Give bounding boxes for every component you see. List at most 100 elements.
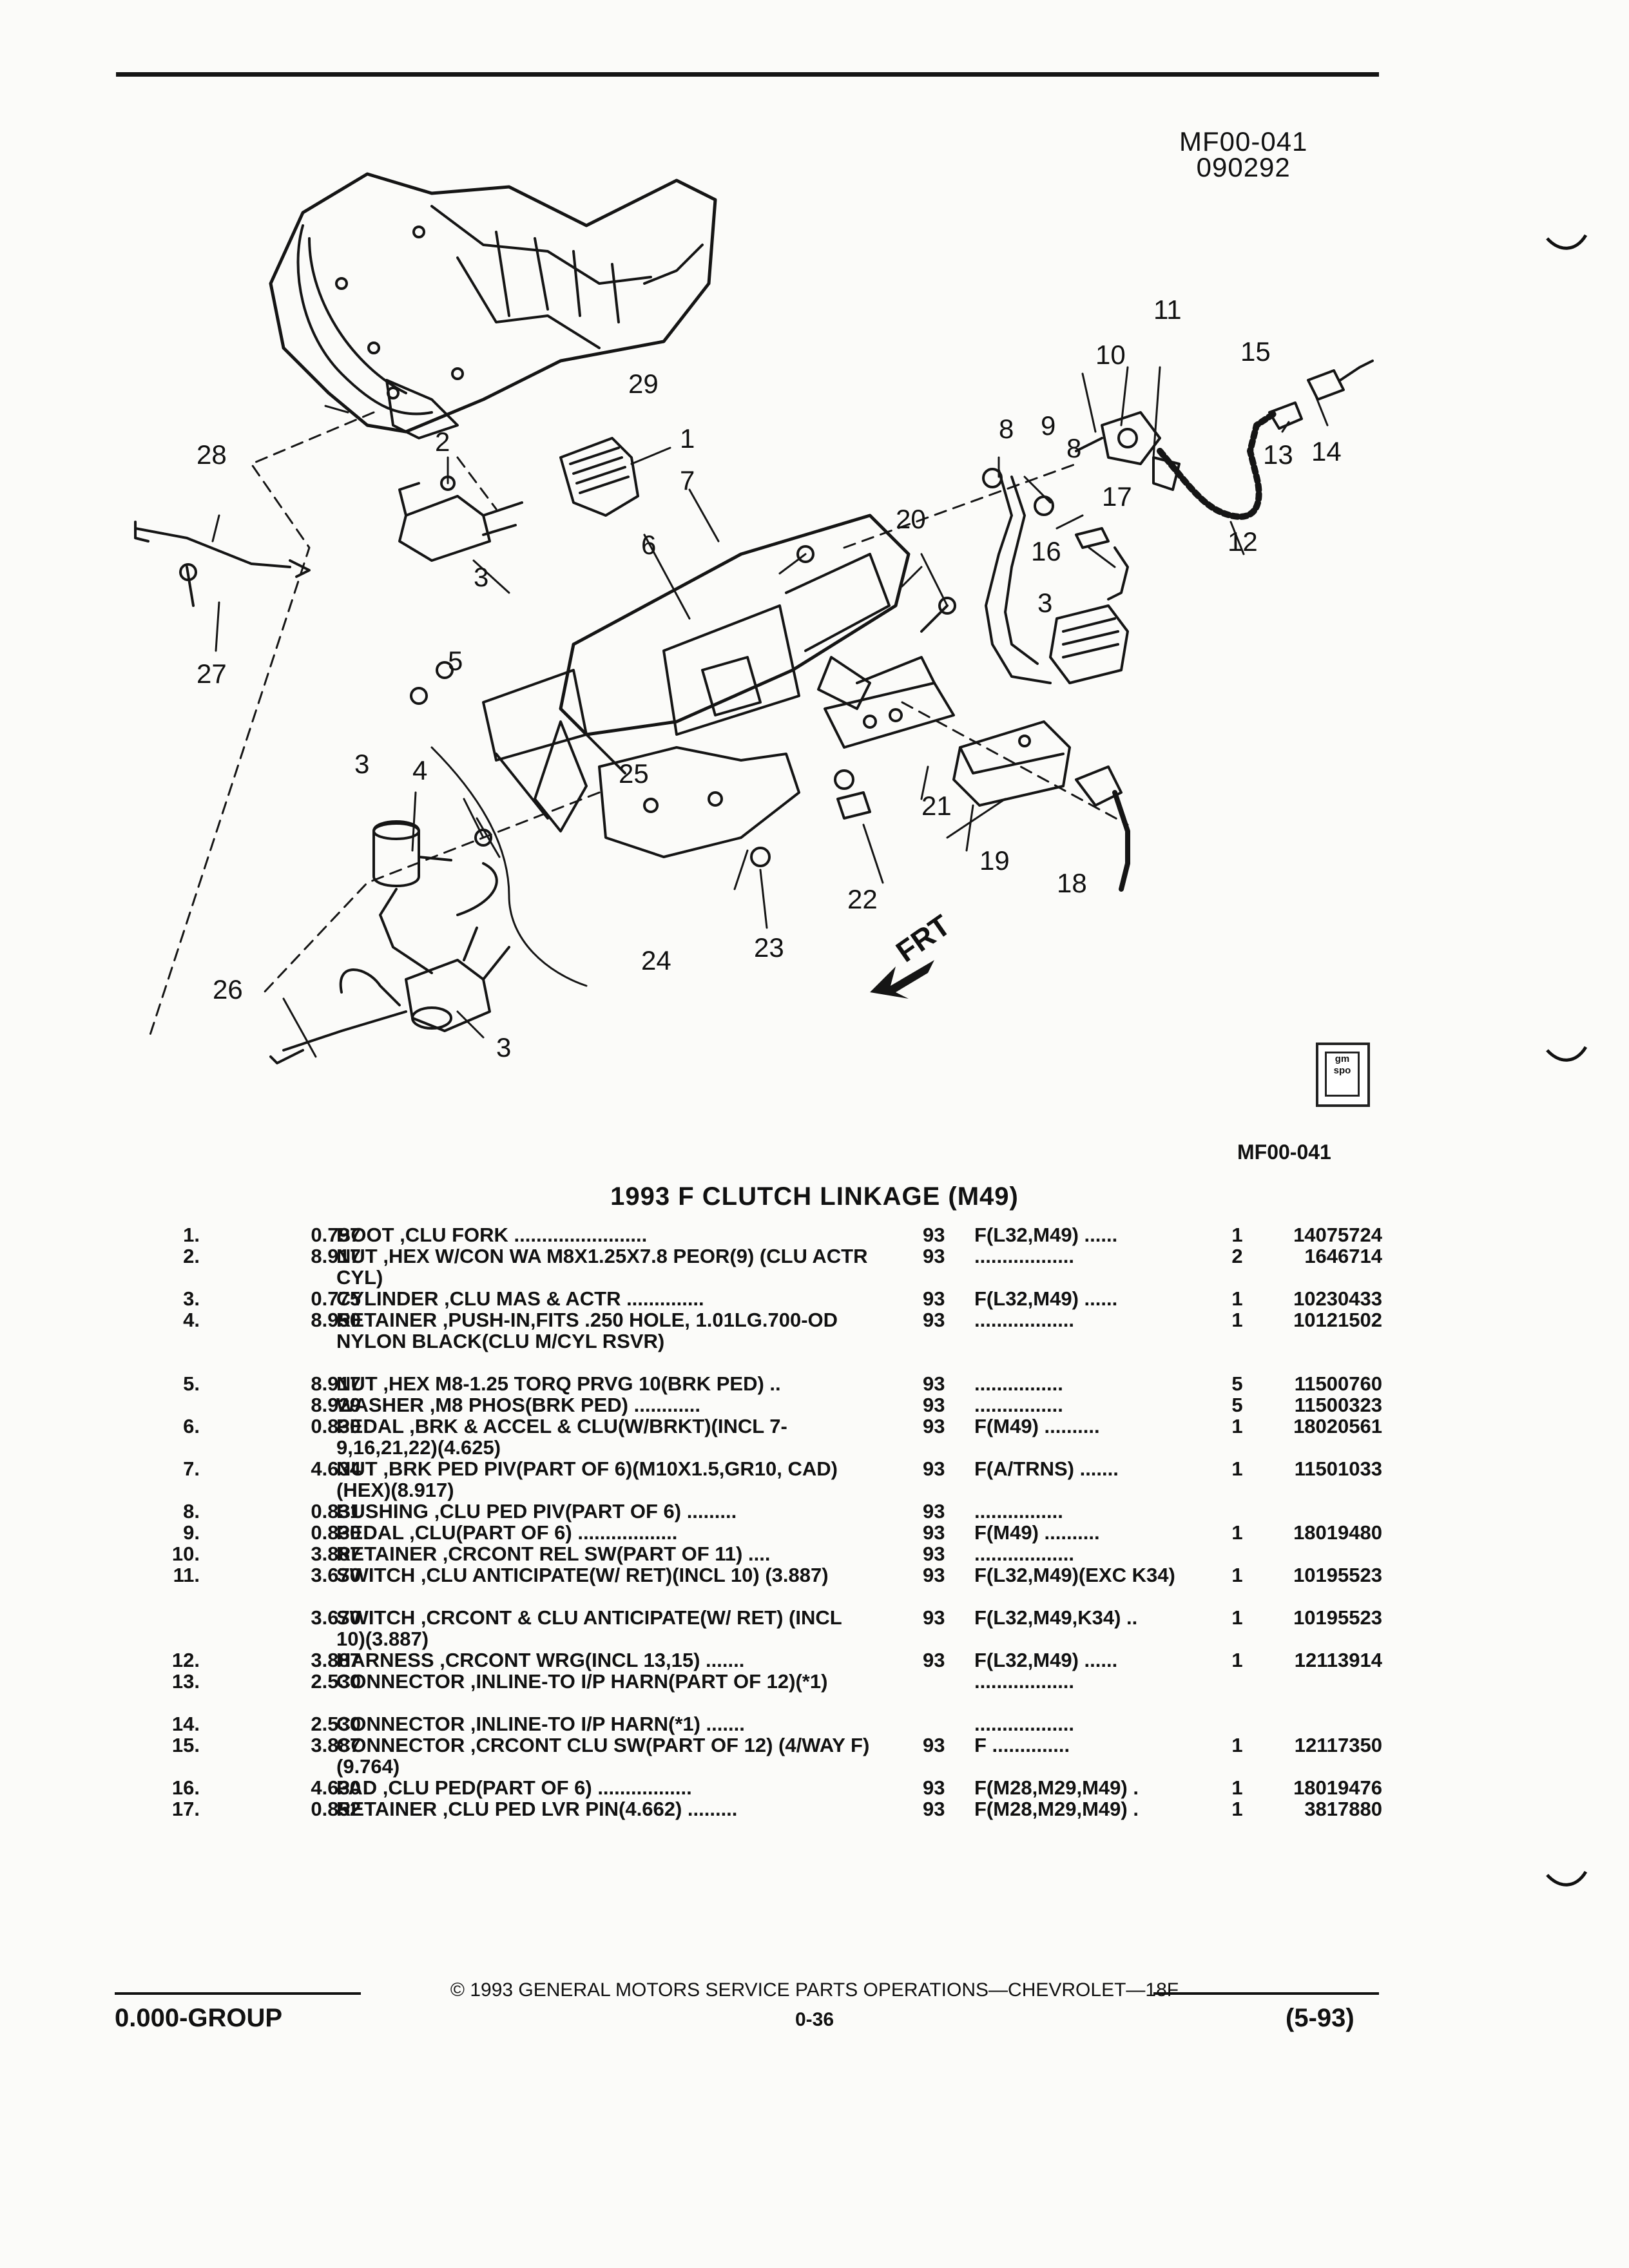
callout-1: 1 bbox=[680, 423, 695, 454]
callout-29: 29 bbox=[628, 369, 659, 399]
part-number: 3817880 bbox=[1304, 1798, 1382, 1820]
model-usage: F(M49) .......... bbox=[974, 1415, 1100, 1437]
group-number: 8.950 bbox=[311, 1309, 361, 1331]
quantity: 1 bbox=[1231, 1649, 1243, 1671]
callout-19: 19 bbox=[979, 845, 1010, 876]
part-description: PEDAL ,CLU(PART OF 6) .................. bbox=[336, 1522, 871, 1543]
model-year: 93 bbox=[923, 1500, 945, 1523]
part-number-index: 1. bbox=[183, 1224, 200, 1246]
part-name: HARNESS bbox=[336, 1649, 434, 1671]
model-usage: .................. bbox=[974, 1309, 1075, 1331]
part-detail: ,BRK & ACCEL & CLU(W/BRKT)(INCL 7-9,16,2… bbox=[336, 1415, 787, 1459]
part-name: CONNECTOR bbox=[336, 1713, 465, 1735]
part-name: RETAINER bbox=[336, 1542, 438, 1565]
callout-10: 10 bbox=[1095, 340, 1126, 370]
top-rule bbox=[116, 72, 1379, 77]
part-name: PEDAL bbox=[336, 1521, 404, 1544]
part-description: CONNECTOR ,CRCONT CLU SW(PART OF 12) (4/… bbox=[336, 1735, 871, 1777]
hydraulic-line-illustration bbox=[430, 746, 588, 987]
part-number: 18020561 bbox=[1293, 1415, 1382, 1437]
bolt-27-illustration bbox=[186, 566, 195, 607]
callout-21: 21 bbox=[921, 791, 952, 821]
callout-6: 6 bbox=[641, 530, 656, 560]
reservoir-illustration bbox=[372, 820, 452, 974]
part-name: RETAINER bbox=[336, 1798, 438, 1820]
part-number: 11500760 bbox=[1294, 1372, 1382, 1395]
callout-22: 22 bbox=[847, 884, 878, 914]
footer-page-number: 0-36 bbox=[795, 2009, 834, 2030]
part-description: NUT ,BRK PED PIV(PART OF 6)(M10X1.5,GR10… bbox=[336, 1458, 871, 1501]
part-description: CONNECTOR ,INLINE-TO I/P HARN(*1) ......… bbox=[336, 1713, 871, 1735]
wiring-harness-illustration bbox=[1152, 401, 1303, 520]
part-number: 11500323 bbox=[1294, 1394, 1382, 1416]
callout-28: 28 bbox=[197, 439, 227, 470]
part-name: PEDAL bbox=[336, 1415, 404, 1437]
part-detail: ,CRCONT & CLU ANTICIPATE(W/ RET) (INCL 1… bbox=[336, 1606, 842, 1650]
group-number: 8.929 bbox=[311, 1394, 361, 1416]
group-number: 0.830 bbox=[311, 1521, 361, 1544]
callout-15: 15 bbox=[1240, 336, 1271, 367]
callout-13: 13 bbox=[1263, 439, 1293, 470]
model-year: 93 bbox=[923, 1415, 945, 1437]
connector-illustration bbox=[1307, 360, 1374, 401]
group-number: 0.831 bbox=[311, 1500, 361, 1523]
model-year: 93 bbox=[923, 1776, 945, 1799]
pedal-pad-illustration bbox=[1049, 604, 1129, 684]
part-number-index: 10. bbox=[171, 1542, 200, 1565]
model-usage: .................. bbox=[974, 1245, 1075, 1267]
part-number: 12113914 bbox=[1294, 1649, 1382, 1671]
pedal-bracket-illustration bbox=[482, 514, 955, 858]
model-usage: F(M28,M29,M49) . bbox=[974, 1776, 1139, 1799]
part-name: NUT bbox=[336, 1245, 378, 1267]
switch-illustration bbox=[1075, 411, 1161, 465]
model-year: 93 bbox=[923, 1542, 945, 1565]
part-name: RETAINER bbox=[336, 1309, 438, 1331]
part-description: BOOT ,CLU FORK ........................ bbox=[336, 1224, 871, 1245]
front-direction-arrow: FRT bbox=[870, 908, 956, 999]
group-number: 0.852 bbox=[311, 1798, 361, 1820]
callout-24: 24 bbox=[641, 945, 671, 975]
quantity: 1 bbox=[1231, 1224, 1243, 1246]
callout-4: 4 bbox=[412, 755, 427, 785]
part-detail: ,INLINE-TO I/P HARN(PART OF 12)(*1) bbox=[470, 1670, 828, 1693]
part-description: HARNESS ,CRCONT WRG(INCL 13,15) ....... bbox=[336, 1649, 871, 1671]
group-number: 8.917 bbox=[311, 1245, 361, 1267]
model-usage: F(L32,M49)(EXC K34) bbox=[974, 1564, 1175, 1586]
part-description: SWITCH ,CRCONT & CLU ANTICIPATE(W/ RET) … bbox=[336, 1607, 871, 1649]
callout-20: 20 bbox=[896, 504, 926, 534]
part-number-index: 8. bbox=[183, 1500, 200, 1523]
section-title: 1993 F CLUTCH LINKAGE (M49) bbox=[610, 1182, 1019, 1211]
part-number-index: 12. bbox=[171, 1649, 200, 1671]
part-number-index: 3. bbox=[183, 1287, 200, 1310]
model-usage: F(L32,M49) ...... bbox=[974, 1287, 1118, 1310]
clutch-pedal-illustration bbox=[985, 469, 1052, 684]
parts-row: 13.2.530..................CONNECTOR ,INL… bbox=[0, 1671, 1629, 1713]
exploded-view-illustration: 1 2 3 3 3 3 4 5 6 7 8 8 9 10 11 12 13 14… bbox=[134, 172, 1374, 1064]
margin-mark bbox=[1546, 1046, 1588, 1062]
quantity: 1 bbox=[1231, 1457, 1243, 1480]
model-usage: .................. bbox=[974, 1713, 1075, 1735]
model-year: 93 bbox=[923, 1394, 945, 1416]
connector-18-illustration bbox=[1075, 765, 1130, 892]
margin-mark bbox=[1546, 1870, 1588, 1887]
part-number: 10195523 bbox=[1293, 1606, 1382, 1629]
callout-25: 25 bbox=[619, 758, 649, 789]
model-usage: F(M49) .......... bbox=[974, 1521, 1100, 1544]
footer-rule-left bbox=[115, 1992, 361, 1995]
model-year: 93 bbox=[923, 1564, 945, 1586]
callout-16: 16 bbox=[1031, 536, 1061, 566]
model-year: 93 bbox=[923, 1521, 945, 1544]
rod-illustration bbox=[134, 521, 311, 578]
margin-mark bbox=[1546, 234, 1588, 250]
model-usage: F(A/TRNS) ....... bbox=[974, 1457, 1119, 1480]
actuator-cylinder-illustration bbox=[398, 476, 523, 562]
footer-date: (5-93) bbox=[1286, 2004, 1354, 2032]
